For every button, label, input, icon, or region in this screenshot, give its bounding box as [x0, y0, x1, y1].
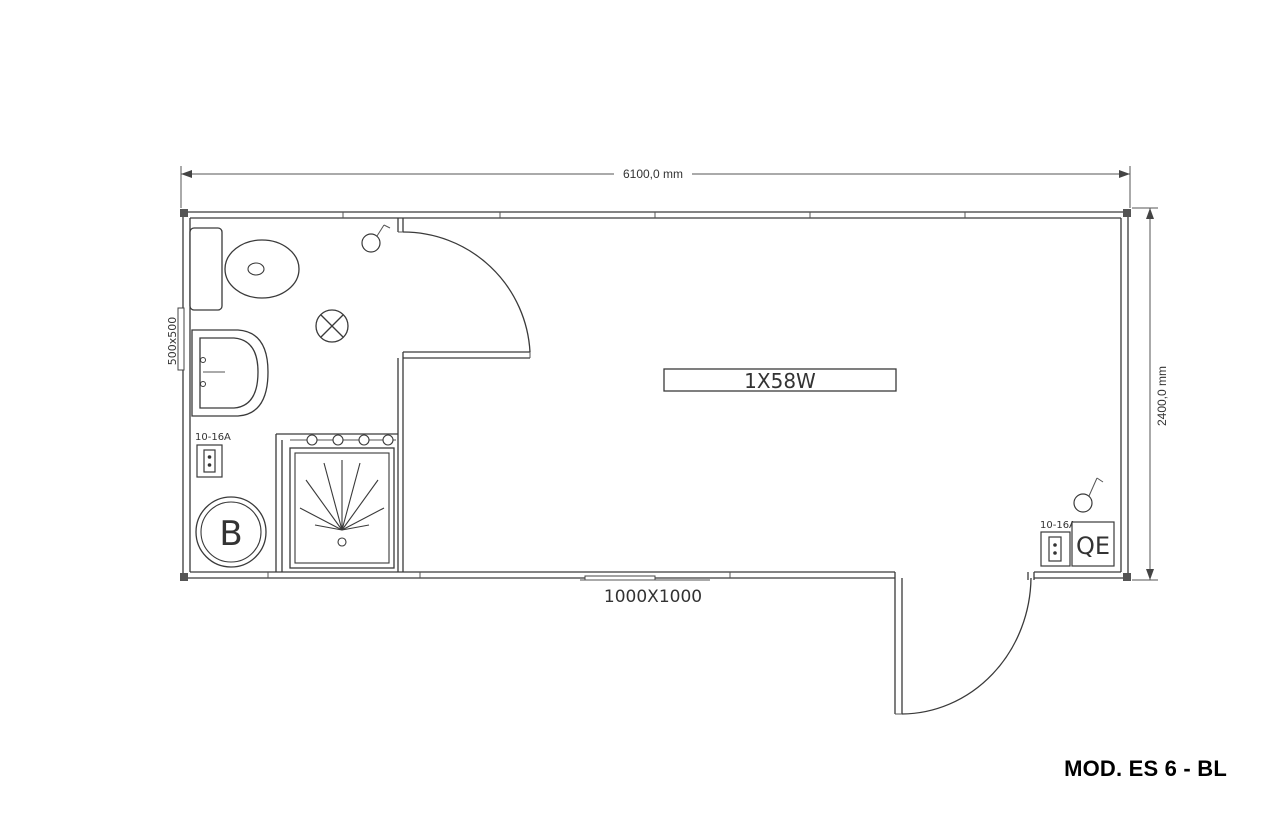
socket-rating-label-1: 10-16A	[195, 432, 231, 443]
ceiling-light-icon	[315, 309, 349, 343]
boiler-label: B	[219, 514, 242, 554]
socket-icon-bathroom: 10-16A	[195, 432, 231, 478]
width-dimension: 6100,0 mm	[180, 165, 1131, 208]
width-dimension-label: 6100,0 mm	[623, 167, 683, 181]
toilet	[189, 227, 300, 311]
model-label: MOD. ES 6 - BL	[1064, 756, 1227, 781]
shower	[289, 434, 396, 569]
panel-label: QE	[1076, 532, 1110, 560]
socket-rating-label-2: 10-16A	[1040, 520, 1076, 531]
fluorescent-light: 1X58W	[663, 368, 897, 393]
height-dimension: 2400,0 mm	[1132, 207, 1169, 581]
outer-walls	[180, 209, 1131, 581]
window-bottom: 1000X1000	[580, 575, 710, 607]
light-label: 1X58W	[744, 369, 816, 393]
window-left-label: 500x500	[166, 317, 179, 366]
interior-partitions	[275, 218, 531, 572]
switch-icon-bathroom	[361, 224, 391, 253]
height-dimension-label: 2400,0 mm	[1155, 366, 1169, 426]
switch-icon-main	[1073, 477, 1104, 513]
window-left: 500x500	[166, 307, 185, 371]
boiler-icon: B	[195, 496, 267, 568]
electrical-panel: QE	[1071, 521, 1115, 567]
socket-icon-main: 10-16A	[1040, 520, 1076, 567]
window-size-label: 1000X1000	[604, 587, 702, 607]
entrance-door	[894, 572, 1035, 715]
bathroom-door	[402, 231, 531, 353]
washbasin	[191, 329, 269, 417]
